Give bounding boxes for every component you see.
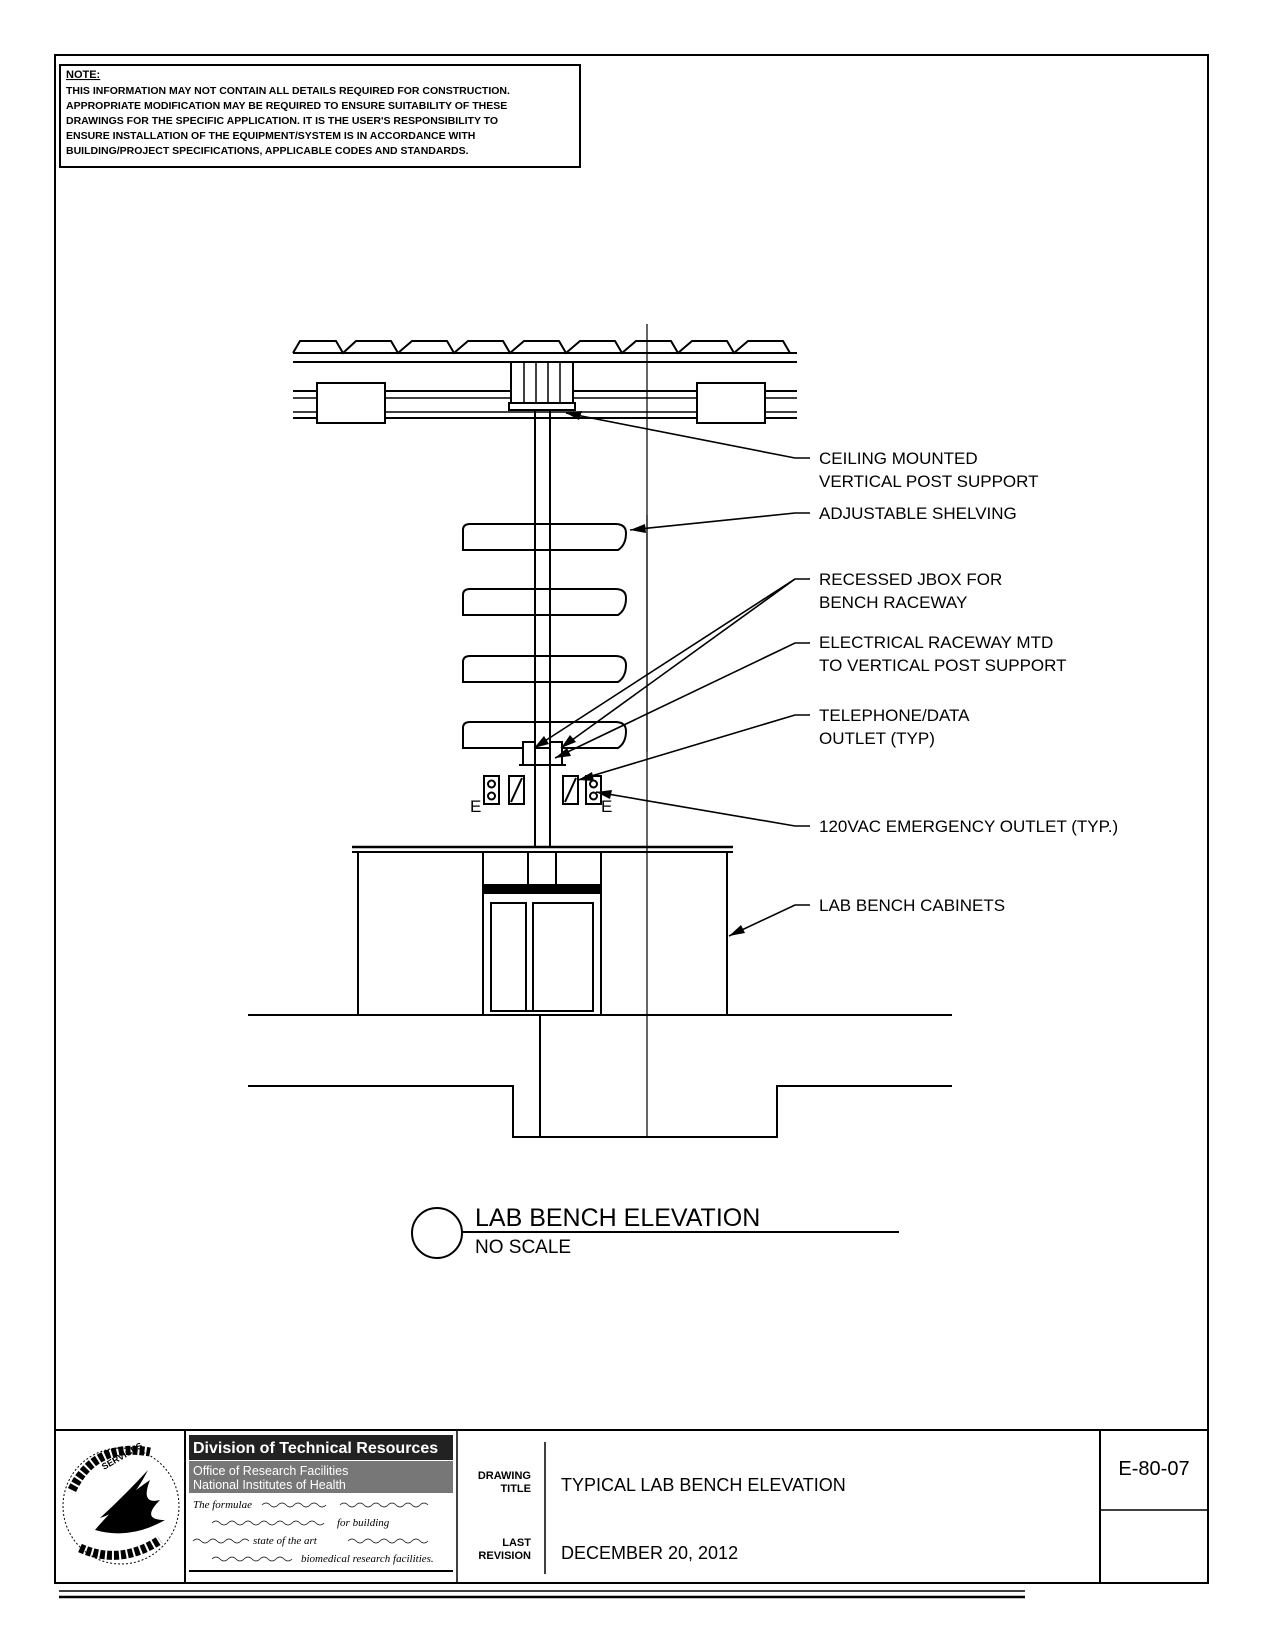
callout-cabinets: LAB BENCH CABINETS bbox=[819, 896, 1005, 915]
drawing-title-value: TYPICAL LAB BENCH ELEVATION bbox=[561, 1475, 846, 1495]
leader-ceiling-support bbox=[565, 412, 810, 459]
view-title: LAB BENCH ELEVATION NO SCALE bbox=[411, 1204, 899, 1259]
floor-section bbox=[248, 1014, 952, 1138]
leader-arrowheads bbox=[534, 411, 745, 936]
construction-note: NOTE: THIS INFORMATION MAY NOT CONTAIN A… bbox=[59, 64, 581, 168]
callout-ceiling-support-line-2: VERTICAL POST SUPPORT bbox=[819, 472, 1039, 491]
tagline-3: state of the art bbox=[253, 1535, 318, 1547]
sheet-border bbox=[54, 54, 1209, 1584]
leader-shelving bbox=[629, 512, 810, 531]
callout-telephone-line-2: OUTLET (TYP) bbox=[819, 729, 935, 748]
callout-ceiling-support-line-1: CEILING MOUNTED bbox=[819, 449, 978, 468]
last-revision-label-2: REVISION bbox=[478, 1550, 531, 1562]
cabinet-door-right bbox=[532, 902, 594, 1012]
division-name: Division of Technical Resources bbox=[193, 1440, 438, 1457]
callout-shelving: ADJUSTABLE SHELVING bbox=[819, 504, 1017, 523]
shelf-3 bbox=[462, 655, 628, 683]
callout-jbox-line-2: BENCH RACEWAY bbox=[819, 593, 967, 612]
drawing-title-label-1: DRAWING bbox=[478, 1470, 531, 1482]
emergency-mark-right: E bbox=[601, 797, 612, 816]
emergency-mark-left: E bbox=[470, 797, 481, 816]
shelf-4 bbox=[462, 721, 628, 749]
ceiling-post-bracket bbox=[508, 361, 576, 411]
title-block bbox=[55, 1429, 1208, 1599]
callout-emergency: 120VAC EMERGENCY OUTLET (TYP.) bbox=[819, 817, 1118, 836]
leader-jbox-b bbox=[560, 578, 796, 749]
arrowhead-ceiling bbox=[566, 411, 582, 420]
last-revision-value: DECEMBER 20, 2012 bbox=[561, 1543, 738, 1563]
shelf-1 bbox=[462, 523, 628, 551]
note-line-3: DRAWINGS FOR THE SPECIFIC APPLICATION. I… bbox=[66, 115, 498, 127]
recessed-jboxes bbox=[519, 741, 566, 766]
leader-raceway bbox=[554, 642, 810, 759]
drawing-number: E-80-07 bbox=[1118, 1458, 1189, 1480]
arrowhead-telephone bbox=[578, 772, 594, 781]
view-scale-text: NO SCALE bbox=[475, 1237, 571, 1258]
callout-raceway-line-1: ELECTRICAL RACEWAY MTD bbox=[819, 633, 1053, 652]
leader-emergency bbox=[595, 791, 810, 827]
leader-telephone bbox=[577, 714, 810, 781]
leader-cabinets bbox=[728, 904, 810, 937]
view-title-text: LAB BENCH ELEVATION bbox=[475, 1204, 760, 1232]
leader-lines bbox=[533, 412, 810, 937]
toe-kick-strip bbox=[482, 884, 602, 894]
division-banner-bg bbox=[189, 1435, 453, 1460]
arrowhead-cabinets bbox=[729, 925, 745, 936]
tagline-1: The formulae bbox=[193, 1499, 252, 1511]
arrowhead-raceway bbox=[555, 748, 571, 758]
note-title: NOTE: bbox=[66, 69, 100, 81]
callout-telephone-line-1: TELEPHONE/DATA bbox=[819, 706, 970, 725]
institute-name: National Institutes of Health bbox=[193, 1478, 346, 1492]
callouts: CEILING MOUNTED VERTICAL POST SUPPORT AD… bbox=[819, 449, 1118, 915]
shelf-2 bbox=[462, 588, 628, 616]
drawing-title-label-2: TITLE bbox=[500, 1483, 531, 1495]
division-banner: Division of Technical Resources Office o… bbox=[189, 1435, 453, 1572]
note-line-5: BUILDING/PROJECT SPECIFICATIONS, APPLICA… bbox=[66, 145, 469, 157]
callout-jbox-line-1: RECESSED JBOX FOR bbox=[819, 570, 1002, 589]
note-line-1: THIS INFORMATION MAY NOT CONTAIN ALL DET… bbox=[66, 85, 510, 97]
note-line-4: ENSURE INSTALLATION OF THE EQUIPMENT/SYS… bbox=[66, 130, 475, 142]
arrowhead-shelving bbox=[630, 524, 646, 533]
adjustable-shelves bbox=[462, 515, 648, 752]
cabinet-door-left bbox=[490, 902, 527, 1012]
callout-raceway-line-2: TO VERTICAL POST SUPPORT bbox=[819, 656, 1067, 675]
tagline-4: biomedical research facilities. bbox=[301, 1553, 434, 1565]
arrowhead-jbox-a bbox=[534, 736, 549, 748]
last-revision-label-1: LAST bbox=[502, 1537, 531, 1549]
formula-scribbles bbox=[192, 1502, 429, 1562]
note-line-2: APPROPRIATE MODIFICATION MAY BE REQUIRED… bbox=[66, 100, 507, 112]
lab-bench-elevation-drawing bbox=[248, 324, 952, 1138]
arrowhead-emergency bbox=[596, 790, 612, 799]
office-banner-bg bbox=[189, 1461, 453, 1493]
view-title-bubble bbox=[411, 1207, 463, 1259]
tagline-2: for building bbox=[337, 1517, 390, 1529]
arrowhead-jbox-b bbox=[561, 735, 576, 748]
lab-bench bbox=[352, 845, 733, 1016]
note-box bbox=[59, 64, 581, 168]
vertical-post bbox=[534, 410, 551, 847]
hhs-seal-logo: SERVICES bbox=[62, 1440, 180, 1565]
office-name: Office of Research Facilities bbox=[193, 1464, 348, 1478]
